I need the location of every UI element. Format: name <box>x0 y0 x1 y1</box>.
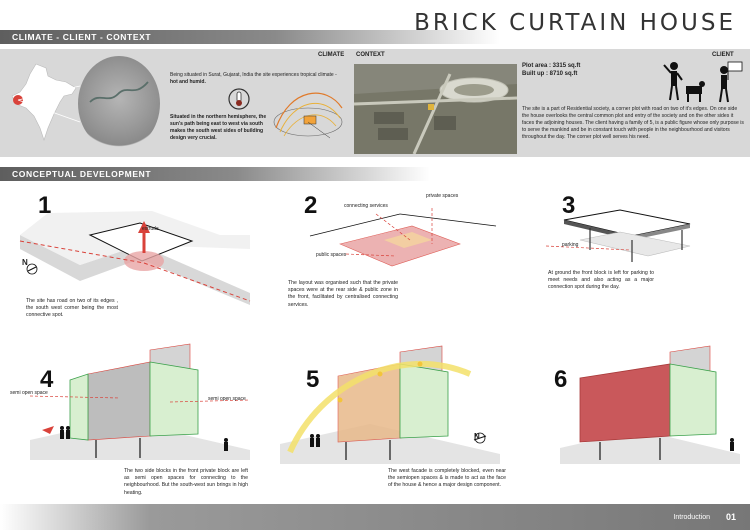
climate-text-1b: hot and humid. <box>170 79 206 85</box>
footer-bar <box>0 504 750 530</box>
step-1-north-label: N <box>22 258 28 267</box>
tab-climate: CLIMATE <box>318 52 345 58</box>
step-3-number: 3 <box>562 192 576 219</box>
step-6-number: 6 <box>554 366 568 393</box>
step-6-diagram <box>560 345 740 464</box>
context-site-photo <box>354 64 517 154</box>
step-5-description: The west facade is completely blocked, e… <box>388 468 506 489</box>
footer-page-number: 01 <box>725 512 736 522</box>
step-2-number: 2 <box>304 192 318 219</box>
site-photo-render <box>354 64 517 154</box>
step-3-label-parking: parking <box>562 242 579 248</box>
climate-text-2: Situated in the northern hemisphere, the… <box>170 114 267 141</box>
client-people-icon <box>663 61 743 103</box>
step-1-number: 1 <box>38 192 52 219</box>
step-2-description: The layout was organised such that the p… <box>288 280 398 308</box>
city-aerial-map <box>78 56 160 151</box>
plot-area: Plot area : 3315 sq.ft <box>522 63 581 69</box>
step-4-description: The two side blocks in the front private… <box>124 468 248 496</box>
step-3-diagram <box>545 209 691 262</box>
tab-client: CLIENT <box>712 52 734 58</box>
step-5-north-label: N <box>474 432 480 441</box>
step-1-diagram <box>19 211 251 305</box>
footer-label: Introduction <box>673 514 710 521</box>
built-up-area: Built up : 8710 sq.ft <box>522 71 578 77</box>
client-description: The site is a part of Residential societ… <box>522 106 744 140</box>
step-5-diagram <box>280 345 500 464</box>
step-4-label-semi-open-right: semi open space <box>208 396 246 402</box>
step-2-label-connecting: connecting services <box>344 203 388 209</box>
step-1-label-extrude: extrude <box>142 226 159 232</box>
thermometer-icon <box>228 88 250 110</box>
step-5-number: 5 <box>306 366 320 393</box>
plot-info: Plot area : 3315 sq.ft Built up : 8710 s… <box>522 62 580 78</box>
india-map <box>11 63 81 141</box>
section-bar-climate: CLIMATE - CLIENT - CONTEXT <box>0 30 500 44</box>
step-4-number: 4 <box>40 366 54 393</box>
step-4-diagram <box>29 343 251 460</box>
step-3-description: At ground the front block is left for pa… <box>548 270 654 291</box>
climate-text-1a: Being situated in Surat, Gujarat, India … <box>170 72 337 78</box>
sun-path-diagram <box>273 92 343 139</box>
tab-context: CONTEXT <box>356 52 385 58</box>
section-bar-conceptual: CONCEPTUAL DEVELOPMENT <box>0 167 430 181</box>
step-4-label-semi-open-left: semi open space <box>10 390 48 396</box>
step-2-diagram <box>309 208 497 267</box>
climate-text-1: Being situated in Surat, Gujarat, India … <box>170 72 348 86</box>
step-1-description: The site has road on two of its edges , … <box>26 298 118 319</box>
step-2-label-public: public spaces <box>316 252 347 258</box>
river-line <box>89 81 149 103</box>
step-2-label-private: private spaces <box>426 193 459 199</box>
